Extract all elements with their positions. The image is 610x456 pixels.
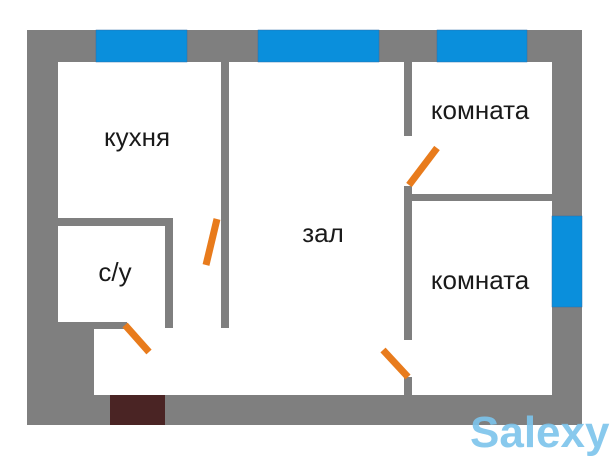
- bathroom-right-wall: [165, 218, 173, 328]
- room-top-partition: [404, 62, 412, 136]
- entrance-door: [110, 395, 165, 425]
- door-kitchen: [202, 218, 221, 266]
- watermark-logo: Salexy: [470, 408, 610, 456]
- windows: [95, 29, 583, 308]
- bathroom-bottom-wall: [56, 322, 127, 329]
- label-hall: зал: [302, 218, 344, 248]
- outer-walls: [27, 30, 582, 425]
- window-room-top: [436, 29, 528, 63]
- door-room-bottom: [380, 347, 411, 380]
- rooms-partition-vertical: [404, 186, 412, 340]
- door-room-top: [406, 145, 440, 188]
- label-bathroom: с/у: [98, 257, 131, 287]
- window-room-bottom: [551, 215, 583, 308]
- bathroom-top-wall: [56, 218, 173, 226]
- window-kitchen: [95, 29, 188, 63]
- label-kitchen: кухня: [104, 122, 170, 152]
- partitions: [56, 62, 552, 395]
- rooms-partition-stub: [404, 377, 412, 395]
- doors: [122, 145, 440, 380]
- door-bathroom: [122, 322, 152, 355]
- rooms-divider: [412, 194, 552, 201]
- label-room-bottom: комната: [431, 265, 530, 295]
- window-hall: [257, 29, 380, 63]
- label-room-top: комната: [431, 95, 530, 125]
- kitchen-partition: [221, 62, 229, 328]
